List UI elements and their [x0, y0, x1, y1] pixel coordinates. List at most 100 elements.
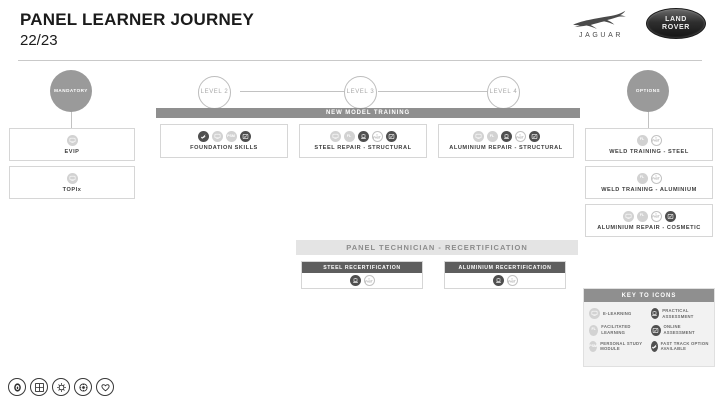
online-assessment-icon	[528, 131, 540, 142]
target-icon[interactable]	[74, 378, 92, 396]
e-learning-icon	[66, 134, 78, 146]
online-assessment-icon	[664, 210, 676, 222]
node-level-2[interactable]: LEVEL 2	[198, 76, 231, 109]
online-assessment-icon	[650, 324, 661, 336]
legend-item-facilitated-learning: FL FACILITATED LEARNING	[589, 324, 648, 336]
facilitated-learning-icon: FL	[636, 210, 648, 222]
online-assessment-icon	[385, 131, 397, 142]
card-evip[interactable]: EVIP	[9, 128, 135, 161]
practical-assessment-icon	[357, 131, 369, 142]
card-steel-repair-structural-label: STEEL REPAIR - STRUCTURAL	[314, 145, 412, 151]
node-mandatory-label: MANDATORY	[54, 87, 88, 93]
brand-logos: JAGUAR LAND ROVER	[570, 8, 706, 39]
practical-assessment-icon	[500, 131, 512, 142]
card-weld-training-aluminium[interactable]: FL FAST WELD TRAINING - ALUMINIUM	[585, 166, 713, 199]
page-subtitle: 22/23	[20, 32, 58, 49]
connector-level2-level3	[240, 91, 348, 92]
card-topix[interactable]: TOPIx	[9, 166, 135, 199]
facilitated-learning-icon: FL	[486, 131, 498, 142]
card-steel-recertification-icons: FAST	[349, 275, 375, 286]
card-aluminium-recertification[interactable]: ALUMINIUM RECERTIFICATION FAST	[444, 261, 566, 289]
card-weld-training-steel[interactable]: FL FAST WELD TRAINING - STEEL	[585, 128, 713, 161]
grid-icon[interactable]	[30, 378, 48, 396]
fast-track-icon: FAST	[650, 210, 662, 222]
legend-item-facilitated-learning-label: FACILITATED LEARNING	[601, 324, 631, 336]
online-assessment-icon	[239, 131, 251, 142]
node-level-3[interactable]: LEVEL 3	[344, 76, 377, 109]
banner-recertification: PANEL TECHNICIAN - RECERTIFICATION	[296, 240, 578, 255]
legend-item-e-learning: E-LEARNING	[589, 308, 648, 320]
jaguar-logo: JAGUAR	[570, 9, 632, 39]
card-aluminium-recertification-body: FAST	[445, 273, 565, 288]
practical-assessment-icon	[349, 275, 361, 286]
e-learning-icon	[211, 131, 223, 142]
legend-item-practical-assessment-label: PRACTICAL ASSESSMENT	[662, 308, 694, 319]
gears-icon[interactable]	[52, 378, 70, 396]
card-aluminium-repair-cosmetic-icons: FL FAST	[622, 210, 676, 222]
e-learning-icon	[329, 131, 341, 142]
fast-track-icon	[197, 131, 209, 142]
land-rover-logo: LAND ROVER	[646, 8, 706, 39]
node-mandatory[interactable]: MANDATORY	[50, 70, 92, 112]
e-learning-icon	[622, 210, 634, 222]
node-level-4[interactable]: LEVEL 4	[487, 76, 520, 109]
land-rover-line1: LAND	[665, 15, 687, 23]
jaguar-wordmark: JAGUAR	[579, 31, 623, 39]
card-weld-training-steel-icons: FL FAST	[636, 134, 662, 146]
card-aluminium-recertification-header: ALUMINIUM RECERTIFICATION	[445, 262, 565, 273]
legend-item-personal-study: PSM PERSONAL STUDY MODULE	[589, 341, 648, 352]
fast-track-icon: FAST	[650, 134, 662, 146]
stem-options	[648, 108, 649, 130]
card-steel-repair-structural-icons: FL FAST	[329, 131, 397, 142]
footer-icon-strip	[8, 378, 114, 396]
node-options[interactable]: OPTIONS	[627, 70, 669, 112]
fast-track-icon: FAST	[363, 275, 375, 286]
legend-item-fast-track: FAST TRACK OPTION AVAILABLE	[650, 340, 710, 352]
svg-text:FAST: FAST	[652, 176, 659, 180]
heart-icon[interactable]	[96, 378, 114, 396]
card-steel-repair-structural[interactable]: FL FAST STEEL REPAIR - STRUCTURAL	[299, 124, 427, 158]
fast-track-icon	[650, 340, 658, 352]
legend-item-personal-study-label: PERSONAL STUDY MODULE	[600, 340, 643, 352]
card-aluminium-repair-structural[interactable]: FL FAST ALUMINIUM REPAIR - STRUCTURAL	[438, 124, 574, 158]
connector-level3-level4	[378, 91, 488, 92]
svg-text:FAST: FAST	[365, 279, 372, 283]
legend-item-e-learning-label: E-LEARNING	[603, 310, 632, 316]
card-aluminium-repair-structural-label: ALUMINIUM REPAIR - STRUCTURAL	[449, 145, 563, 151]
card-aluminium-recertification-icons: FAST	[492, 275, 518, 286]
svg-text:FAST: FAST	[516, 135, 523, 139]
card-evip-label: EVIP	[64, 148, 80, 155]
facilitated-learning-icon: FL	[636, 172, 648, 184]
fast-track-icon: FAST	[506, 275, 518, 286]
page-title: PANEL LEARNER JOURNEY	[20, 10, 255, 29]
card-weld-training-aluminium-label: WELD TRAINING - ALUMINIUM	[601, 186, 697, 193]
svg-text:FAST: FAST	[652, 138, 659, 142]
card-weld-training-steel-label: WELD TRAINING - STEEL	[609, 148, 689, 155]
practical-assessment-icon	[650, 308, 660, 320]
fast-track-icon: FAST	[650, 172, 662, 184]
node-options-label: OPTIONS	[635, 87, 661, 93]
card-foundation-skills[interactable]: PSM FOUNDATION SKILLS	[160, 124, 288, 158]
svg-text:FAST: FAST	[652, 214, 659, 218]
card-evip-icons	[66, 134, 78, 146]
svg-text:FAST: FAST	[373, 135, 380, 139]
node-level-4-label: LEVEL 4	[489, 89, 518, 96]
fast-track-icon: FAST	[514, 131, 526, 142]
fast-track-icon: FAST	[371, 131, 383, 142]
fingerprint-icon[interactable]	[8, 378, 26, 396]
facilitated-learning-icon: FL	[636, 134, 648, 146]
card-steel-recertification[interactable]: STEEL RECERTIFICATION FAST	[301, 261, 423, 289]
e-learning-icon	[66, 172, 78, 184]
node-level-3-label: LEVEL 3	[346, 89, 375, 96]
e-learning-icon	[589, 308, 600, 320]
legend-item-practical-assessment: PRACTICAL ASSESSMENT	[650, 308, 710, 320]
card-aluminium-repair-cosmetic-label: ALUMINIUM REPAIR - COSMETIC	[597, 224, 701, 231]
banner-new-model-training: NEW MODEL TRAINING	[156, 108, 580, 118]
stem-mandatory	[71, 108, 72, 130]
card-topix-icons	[66, 172, 78, 184]
legend-item-fast-track-label: FAST TRACK OPTION AVAILABLE	[660, 340, 709, 352]
legend-item-online-assessment: ONLINE ASSESSMENT	[650, 324, 710, 336]
card-aluminium-repair-structural-icons: FL FAST	[472, 131, 540, 142]
card-aluminium-repair-cosmetic[interactable]: FL FAST ALUMINIUM REPAIR - COSMETIC	[585, 204, 713, 237]
